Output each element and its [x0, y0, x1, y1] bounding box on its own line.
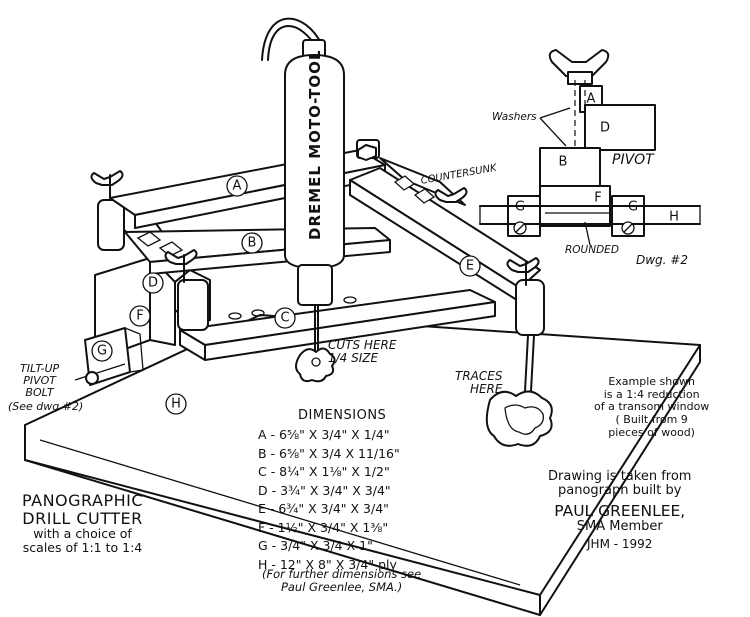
label-c: C [280, 311, 289, 326]
dimension-row: E - 6¾" X 3/4" X 3/4" [258, 501, 389, 516]
pivot-title: PIVOT [612, 152, 654, 168]
dimension-row: H - 12" X 8" X 3/4" ply [258, 556, 397, 572]
label-d: D [148, 276, 158, 291]
dwg-number: Dwg. #2 [636, 253, 688, 267]
note-line-1: (For further dimensions see [262, 567, 422, 581]
credit-line-2: panograph built by [557, 483, 682, 499]
dimension-row: D - 3¾" X 3/4" X 3/4" [258, 482, 391, 498]
credit-block: Drawing is taken from panograph built by… [548, 469, 692, 551]
title-line-1: PANOGRAPHIC [22, 491, 144, 510]
part-labels: A B C D E F G H [91, 175, 481, 415]
cuts-line-2: 1/4 SIZE [328, 351, 379, 366]
wing-nuts [90, 144, 540, 286]
example-note: Example shown is a 1:4 reduction of a tr… [594, 375, 710, 439]
traces-line-2: HERE [469, 382, 503, 397]
pivot-detail-drawing: A D B F G G H [479, 49, 701, 246]
further-dimensions-note: (For further dimensions see Paul Greenle… [262, 568, 421, 593]
pivot-label-a: A [587, 92, 596, 107]
bar-c [179, 289, 496, 361]
note-line-2: Paul Greenlee, SMA.) [280, 579, 403, 594]
dimension-row: B - 6⅝" X 3/4 X 11/16" [258, 445, 400, 461]
dremel-tool [261, 17, 345, 351]
tilt-line-3: BOLT [25, 386, 54, 400]
traces-line-1: TRACES [455, 369, 503, 383]
tilt-line-2: PIVOT [23, 374, 56, 388]
tilt-line-4: (See dwg #2) [8, 400, 84, 413]
dimension-row: C - 8¼" X 1⅛" X 1/2" [258, 464, 390, 479]
credit-line-1: Drawing is taken from [548, 469, 692, 484]
traces-here-callout: TRACES HERE [455, 369, 503, 397]
label-e: E [466, 259, 474, 274]
example-line-3: of a transom window [594, 400, 710, 414]
pivot-label-f: F [594, 191, 601, 206]
rounded-label: ROUNDED [565, 244, 619, 256]
pivot-label-h: H [669, 210, 679, 225]
dimension-row: A - 6⅝" X 3/4" X 1/4" [258, 427, 390, 442]
label-b: B [248, 236, 257, 251]
label-g: G [97, 344, 107, 359]
washers-label: Washers [492, 111, 537, 123]
pivot-label-b: B [559, 155, 568, 170]
label-f: F [136, 309, 143, 324]
credit-member: SMA Member [576, 518, 663, 534]
cutter-piece [295, 347, 336, 383]
title-line-2: DRILL CUTTER [22, 508, 143, 528]
tool-label: DREMEL MOTO-TOOL [306, 50, 324, 240]
pivot-label-d: D [600, 121, 610, 136]
label-h: H [171, 397, 181, 412]
dimension-row: G - 3/4" X 3/4 X 1" [258, 538, 373, 553]
credit-name: PAUL GREENLEE, [554, 501, 686, 520]
tilt-line-1: TILT-UP [20, 362, 60, 375]
example-line-1: Example shown [608, 375, 695, 388]
example-line-4: ( Built from 9 [615, 412, 688, 426]
example-line-2: is a 1:4 reduction [603, 387, 700, 401]
title-line-4: scales of 1:1 to 1:4 [22, 539, 143, 555]
cuts-here-callout: CUTS HERE 1/4 SIZE [328, 338, 397, 366]
example-line-5: pieces of wood) [608, 425, 695, 439]
cuts-line-1: CUTS HERE [328, 338, 397, 352]
dimensions-table: DIMENSIONS A - 6⅝" X 3/4" X 1/4" B - 6⅝"… [258, 408, 400, 575]
title-block: PANOGRAPHIC DRILL CUTTER with a choice o… [22, 492, 143, 555]
signature: JHM - 1992 [587, 536, 653, 551]
title-line-3: with a choice of [33, 526, 132, 542]
tilt-up-callout: TILT-UP PIVOT BOLT [20, 362, 60, 400]
dimensions-heading: DIMENSIONS [298, 408, 387, 423]
dimension-row: F - 1½" X 3/4" X 1⅜" [258, 519, 389, 535]
tracer-stylus [485, 334, 553, 447]
label-a: A [233, 179, 242, 194]
